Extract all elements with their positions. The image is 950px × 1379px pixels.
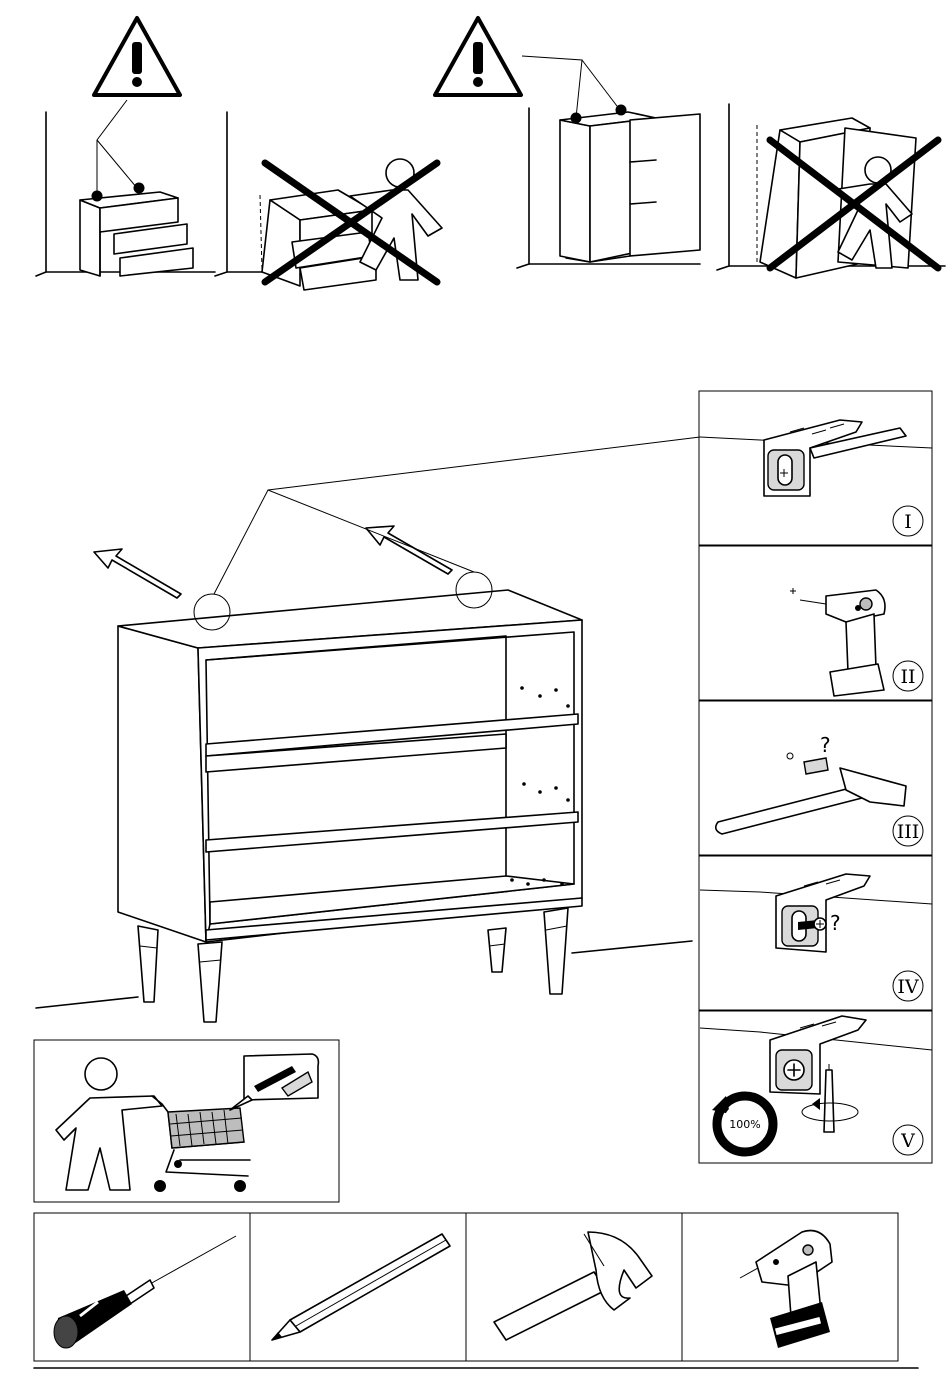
cabinet-illustration [36,437,700,1022]
step-numeral: II [900,666,915,688]
hammer-icon [716,768,906,834]
screwdriver-icon [824,1064,834,1132]
step-3-panel: ? III [699,701,932,855]
hammer-icon [494,1232,652,1340]
shopping-cart-icon [152,1096,250,1192]
buy-fixings-panel [34,1040,339,1202]
step-2-panel: II [699,546,932,700]
step-numeral: V [900,1130,915,1152]
wardrobe-secured-illustration [517,56,700,268]
wardrobe-tipping-illustration [717,104,945,278]
drill-icon [800,590,885,696]
step-numeral: IV [897,976,919,998]
screwdriver-icon [54,1236,236,1348]
tools-row [34,1213,918,1368]
steps-column: I II [699,391,932,1163]
warning-triangle-icon [435,18,521,95]
pencil-icon [272,1234,450,1340]
rotation-100-percent-icon: 100% [712,1096,773,1152]
screws-icon [230,1054,318,1110]
step-1-panel: I [699,391,932,545]
arrow-left-icon [366,526,452,574]
dresser-secured-illustration [36,100,215,276]
step-4-panel: ? IV [699,856,932,1010]
step-numeral: I [904,511,912,533]
arrow-left-icon [94,549,181,598]
question-mark: ? [830,911,841,935]
percent-label: 100% [729,1118,760,1131]
warning-triangle-icon [94,18,180,95]
dresser-tipping-illustration [215,112,442,290]
question-mark: ? [820,733,831,757]
warning-section [36,18,945,290]
drill-icon [740,1231,832,1349]
step-numeral: III [897,821,920,843]
step-5-panel: 100% V [699,1011,932,1163]
